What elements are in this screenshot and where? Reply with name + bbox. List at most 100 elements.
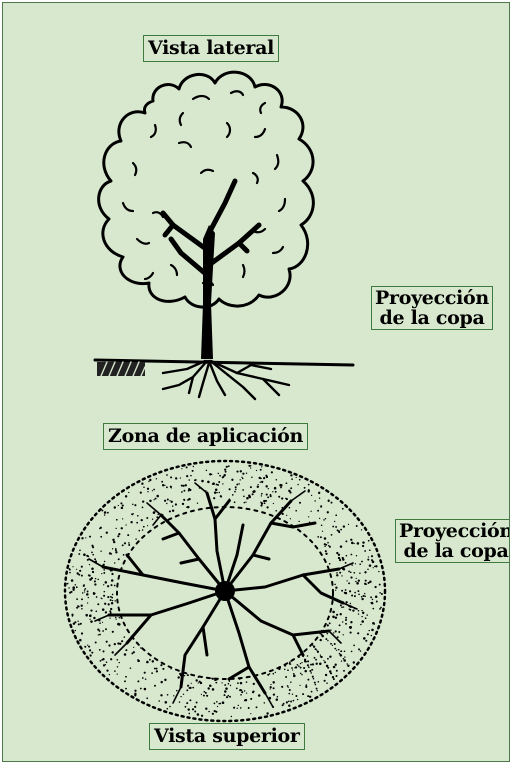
stipple-dot (136, 514, 139, 517)
stipple-dot (155, 667, 158, 670)
stipple-dot (314, 648, 317, 651)
stipple-dot (113, 584, 116, 587)
stipple-dot (225, 687, 228, 690)
stipple-dot (76, 572, 79, 575)
stipple-dot (372, 567, 374, 569)
stipple-dot (83, 589, 86, 591)
stipple-dot (98, 633, 101, 636)
stipple-dot (228, 680, 231, 682)
stipple-dot (371, 598, 374, 601)
stipple-dot (117, 558, 120, 561)
stipple-dot (217, 483, 219, 486)
stipple-dot (330, 501, 333, 504)
stipple-dot (113, 506, 117, 509)
stipple-dot (335, 669, 338, 672)
stipple-dot (71, 615, 74, 617)
stipple-dot (204, 691, 207, 694)
stipple-dot (104, 611, 108, 614)
stipple-dot (293, 674, 296, 678)
stipple-dot (281, 685, 284, 688)
stipple-dot (239, 681, 243, 685)
stipple-dot (289, 663, 292, 665)
stipple-dot (357, 579, 360, 582)
stipple-dot (116, 673, 118, 675)
stipple-dot (313, 656, 316, 659)
stipple-dot (331, 676, 335, 679)
outer-ring (63, 459, 387, 723)
stipple-dot (288, 692, 291, 695)
stipple-dot (186, 702, 189, 705)
stipple-dot (261, 480, 264, 484)
stipple-dot (251, 476, 253, 479)
stipple-dot (233, 501, 236, 504)
stipple-dot (94, 577, 97, 580)
stipple-dot (371, 628, 374, 632)
stipple-dot (368, 549, 371, 552)
stipple-dot (310, 663, 312, 666)
stipple-dot (74, 629, 77, 632)
stipple-dot (233, 706, 236, 709)
stipple-dot (103, 514, 106, 516)
stipple-dot (169, 705, 171, 708)
stipple-dot (183, 675, 186, 677)
stipple-dot (211, 712, 214, 715)
stipple-dot (297, 655, 300, 659)
stipple-dot (295, 476, 297, 479)
stipple-dot (359, 563, 362, 566)
stipple-dot (345, 540, 348, 543)
stipple-dot (188, 497, 191, 501)
stipple-dot (336, 636, 339, 639)
stipple-dot (337, 530, 341, 533)
stipple-dot (326, 682, 328, 684)
stipple-dot (190, 474, 192, 477)
stipple-dot (346, 663, 348, 665)
stipple-dot (205, 707, 208, 710)
tree-top-view (63, 459, 387, 723)
stipple-dot (214, 679, 217, 682)
stipple-dot (319, 654, 322, 656)
stipple-dot (101, 509, 104, 512)
stipple-dot (227, 694, 230, 697)
stipple-dot (307, 678, 310, 681)
stipple-dot (263, 702, 266, 704)
stipple-dot (337, 648, 340, 651)
stipple-dot (89, 649, 92, 652)
stipple-dot (108, 644, 111, 647)
stipple-dot (102, 650, 105, 653)
stipple-dot (315, 658, 317, 661)
stipple-dot (278, 667, 281, 671)
stipple-dot (107, 603, 110, 606)
stipple-dot (158, 700, 160, 702)
stipple-dot (125, 687, 127, 690)
stipple-dot (165, 486, 168, 489)
stipple-dot (364, 595, 366, 597)
stipple-dot (295, 509, 298, 512)
stipple-dot (111, 572, 114, 576)
stipple-dot (354, 591, 356, 594)
stipple-dot (122, 554, 125, 556)
stipple-dot (305, 660, 307, 663)
stipple-dot (69, 591, 72, 594)
stipple-dot (298, 478, 301, 481)
stipple-dot (123, 542, 127, 545)
stipple-dot (231, 494, 234, 496)
stipple-dot (280, 486, 282, 489)
stipple-dot (218, 481, 221, 483)
stipple-dot (164, 701, 168, 704)
stipple-dot (282, 702, 285, 705)
stipple-dot (286, 685, 289, 687)
stipple-dot (274, 671, 277, 674)
stipple-dot (291, 693, 294, 695)
stipple-dot (264, 499, 268, 502)
stipple-dot (249, 464, 252, 467)
stipple-dot (328, 670, 332, 673)
stipple-dot (290, 681, 292, 683)
stipple-dot (211, 688, 215, 691)
stipple-dot (103, 511, 107, 514)
stipple-dot (120, 527, 122, 529)
stipple-dot (291, 669, 294, 671)
stipple-dot (310, 494, 313, 497)
side-view-title-text: Vista lateral (148, 37, 275, 59)
stipple-dot (166, 502, 168, 505)
stipple-dot (103, 594, 106, 597)
